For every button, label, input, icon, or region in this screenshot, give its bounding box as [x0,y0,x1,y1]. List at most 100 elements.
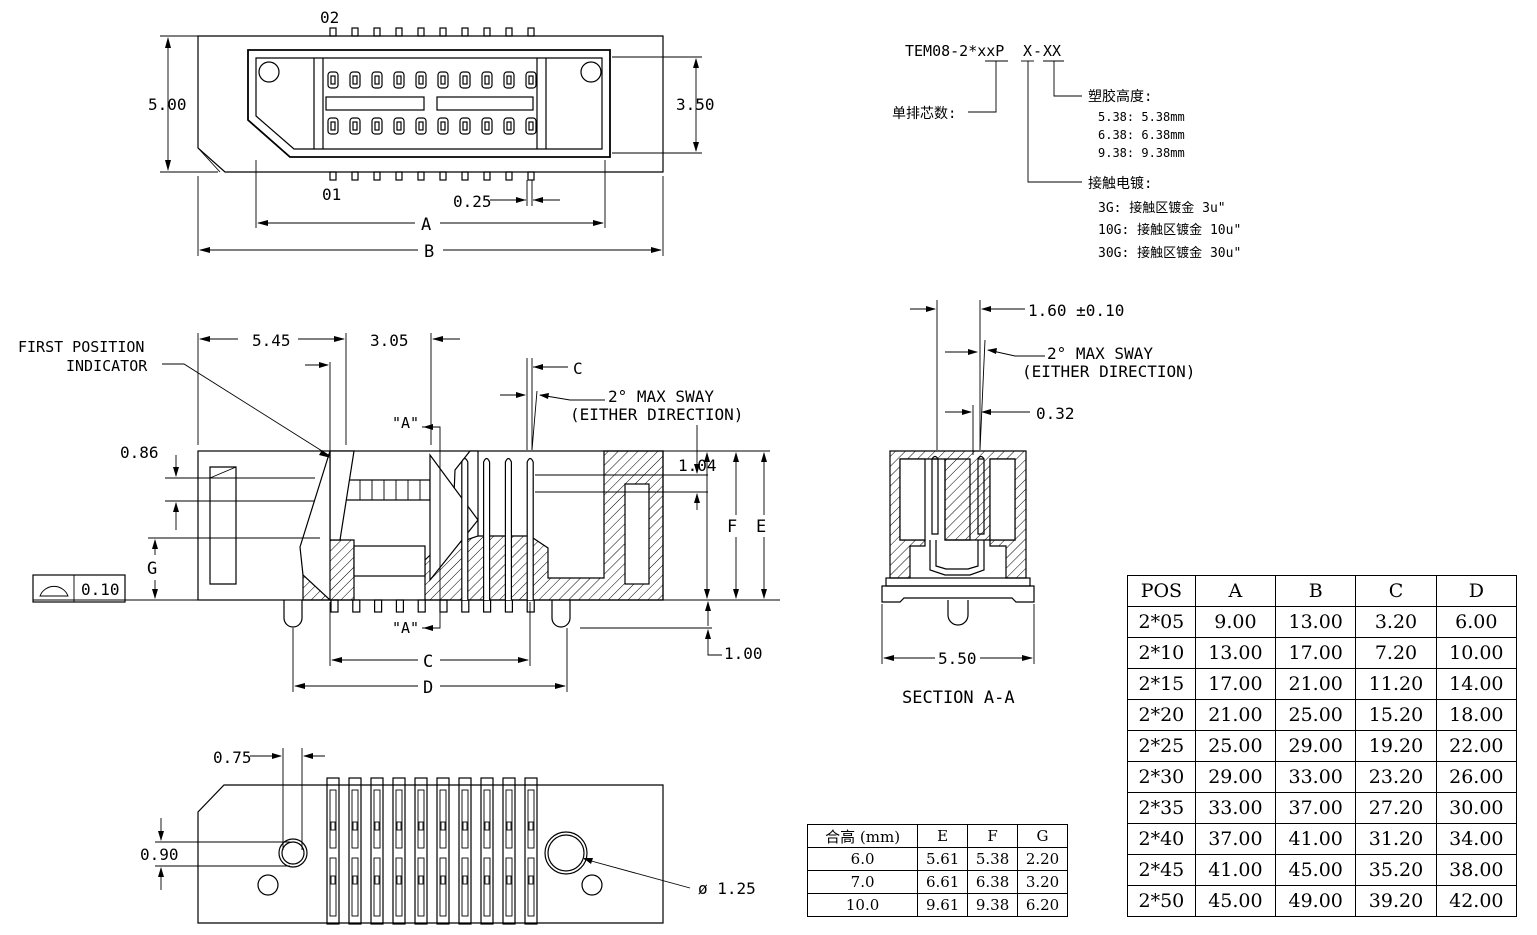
top-pin-slot [418,75,424,85]
bottom-pin-inner [329,789,337,849]
table-cell: 35.20 [1355,854,1437,886]
top-pin-contact [459,71,471,89]
bottom-pin [348,777,362,925]
section-a-top-label: "A" [392,414,419,432]
dim-g-label: G [147,559,157,579]
top-pin-slot [462,121,468,131]
table-cell: 3.20 [1017,870,1068,894]
height-header-height: 合高 (mm) [806,824,919,848]
part-number-legend: TEM08-2*xxP X - XX 单排芯数: 塑胶高度: 5.38: 5.3… [892,42,1241,261]
plating-option-2: 10G: 接触区镀金 10u" [1098,222,1241,238]
top-pin-contact [437,117,449,135]
bottom-pin-pad [506,875,512,885]
section-a-bottom-label: "A" [392,619,419,637]
side-sway-line-2: (EITHER DIRECTION) [570,405,743,424]
top-pin-slot [440,121,446,131]
table-cell: 2*10 [1127,637,1196,669]
side-view-pins [330,457,535,613]
table-cell: 2*15 [1127,668,1196,700]
bottom-pin-pad [528,875,534,885]
height-table-header: 合高 (mm) E F G [806,824,1068,848]
bottom-pin-pad [440,821,446,831]
table-cell: 33.00 [1275,761,1357,793]
table-row: 7.0 6.61 6.38 3.20 [806,870,1068,894]
bottom-pin [370,777,384,925]
side-sway-line-1: 2° MAX SWAY [608,387,714,406]
bottom-pin-inner [439,857,447,917]
top-pin-slot [418,121,424,131]
part-number-base: TEM08-2*xxP [905,42,1004,60]
table-cell: 37.00 [1275,792,1357,824]
dims-table-header: POS A B C D [1127,575,1518,607]
top-pin-contact [349,117,361,135]
section-view: 1.60 ±0.10 2° MAX SWAY (EITHER DIRECTION… [881,300,1195,708]
top-pin-tail [439,171,447,181]
top-pin-tail [461,27,469,37]
bottom-pin [326,777,340,925]
dims-header-c: C [1355,575,1437,607]
top-pin-tail [395,27,403,37]
side-view: 0.10 FIRST POSITION INDICATOR 5.45 3.05 [18,331,780,698]
bottom-view: 0.75 0.90 ø 1.25 [140,748,756,925]
bottom-pin-inner [439,789,447,849]
table-row: 10.0 9.61 9.38 6.20 [806,893,1068,917]
dim-0-75-label: 0.75 [213,748,252,767]
top-pin-contact [349,71,361,89]
pin-02-label: 02 [320,8,339,27]
top-pin-slot [396,121,402,131]
table-cell: 2*40 [1127,823,1196,855]
top-pin-contact [327,71,339,89]
bottom-pin [458,777,472,925]
dim-5-00-label: 5.00 [148,95,187,114]
height-title: 塑胶高度: [1088,88,1152,105]
plating-title: 接触电镀: [1088,175,1152,192]
top-pin-tail [329,27,337,37]
bottom-pin-inner [373,789,381,849]
plating-option-1: 3G: 接触区镀金 3u" [1098,200,1226,216]
table-cell: 15.20 [1355,699,1437,731]
bottom-pin-inner [395,789,403,849]
table-cell: 2*05 [1127,606,1196,638]
top-pin-tail [527,171,535,181]
table-cell: 13.00 [1275,606,1357,638]
table-cell: 2*45 [1127,854,1196,886]
bottom-pin [414,777,428,925]
top-view-pins [327,27,537,181]
table-cell: 21.00 [1194,699,1277,731]
dim-5-50-label: 5.50 [938,649,977,668]
table-cell: 41.00 [1194,854,1277,886]
dim-1-04-label: 1.04 [678,456,717,475]
top-pin-tail [505,171,513,181]
top-pin-slot [374,121,380,131]
top-pin-slot [396,75,402,85]
top-pin-contact [481,117,493,135]
top-pin-tail [329,171,337,181]
plating-option-3: 30G: 接触区镀金 30u" [1098,245,1241,261]
part-number-hyphen: - [1033,42,1042,60]
table-cell: 2.20 [1017,847,1068,871]
dims-header-b: B [1275,575,1357,607]
table-cell: 29.00 [1275,730,1357,762]
table-cell: 33.00 [1194,792,1277,824]
table-cell: 11.20 [1355,668,1437,700]
bottom-view-pins [326,777,538,925]
dims-header-pos: POS [1127,575,1196,607]
bottom-pin [392,777,406,925]
bottom-pin [480,777,494,925]
table-cell: 39.20 [1355,885,1437,917]
table-cell: 19.20 [1355,730,1437,762]
table-cell: 27.20 [1355,792,1437,824]
bottom-pin-pad [374,821,380,831]
side-pin-body [526,457,534,600]
table-cell: 25.00 [1194,730,1277,762]
table-cell: 14.00 [1435,668,1518,700]
top-pin-contact [371,117,383,135]
bottom-pin-inner [505,857,513,917]
height-option-3: 9.38: 9.38mm [1098,146,1185,160]
table-cell: 17.00 [1194,668,1277,700]
bottom-pin-pad [374,875,380,885]
top-pin-slot [330,121,336,131]
